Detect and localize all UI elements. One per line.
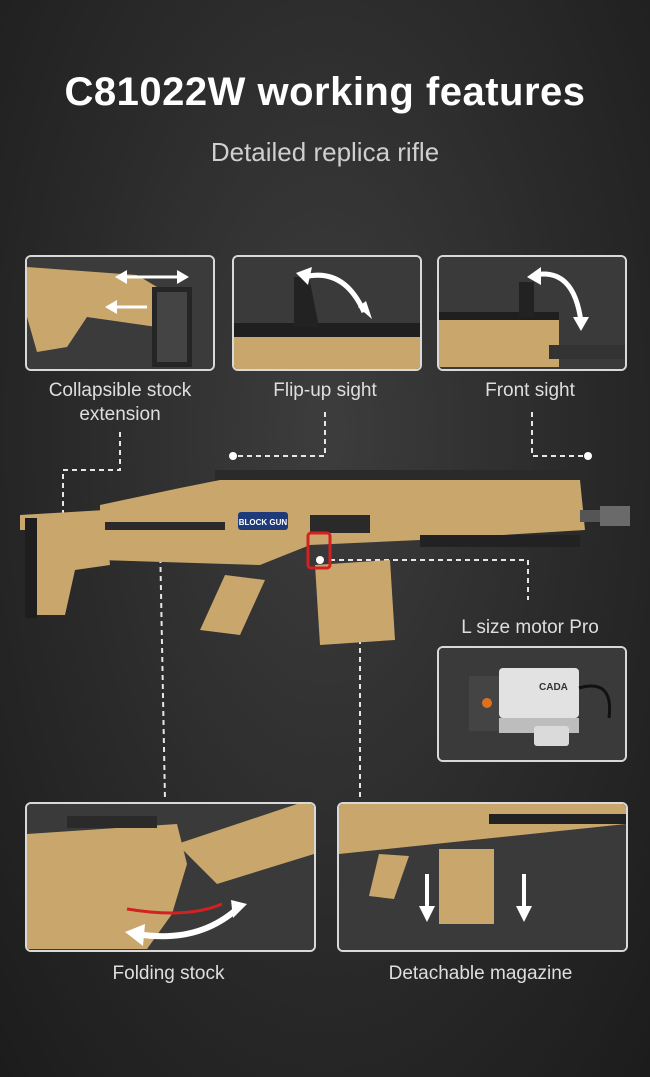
folding-stock-photo [25, 802, 316, 952]
motor-photo: CADA [437, 646, 627, 762]
flip-up-sight-label: Flip-up sight [273, 380, 377, 401]
page-title: C81022W working features [64, 70, 586, 114]
rifle-illustration: BLOCK GUN [20, 470, 630, 645]
motor-label: L size motor Pro [461, 617, 599, 638]
flip-up-sight-photo [232, 255, 422, 371]
page-subtitle: Detailed replica rifle [210, 137, 440, 167]
motor-brand-text: CADA [539, 682, 568, 693]
folding-stock-label: Folding stock [112, 963, 225, 984]
rifle-badge-text: BLOCK GUN [239, 518, 288, 527]
collapsible-stock-photo [25, 255, 215, 371]
detachable-magazine-label: Detachable magazine [388, 963, 573, 984]
front-sight-label: Front sight [485, 380, 575, 401]
front-sight-photo [437, 255, 627, 371]
collapsible-stock-label: Collapsible stock extension [48, 380, 192, 425]
detachable-magazine-photo [337, 802, 628, 952]
